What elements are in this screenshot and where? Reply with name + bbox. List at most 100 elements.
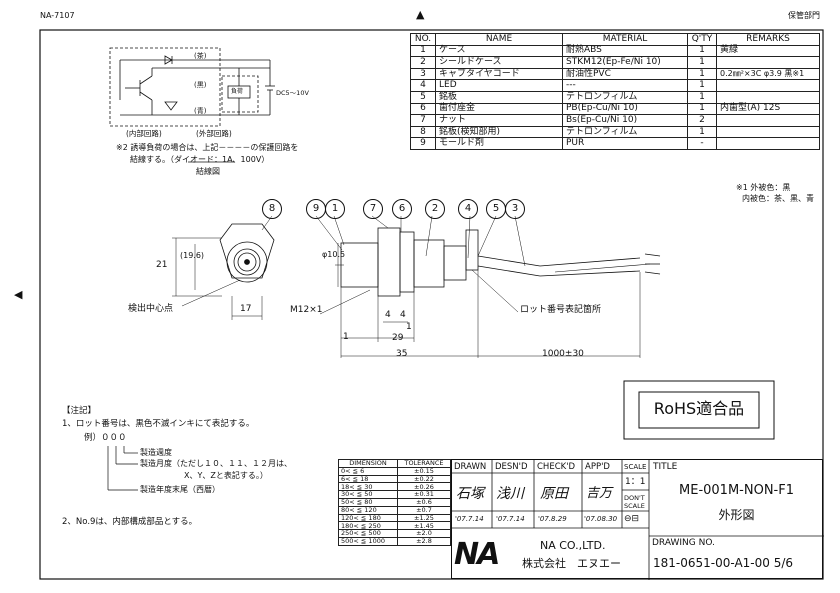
cell-remarks <box>716 137 820 150</box>
table-row: 500< ≦ 1000±2.8 <box>338 536 452 546</box>
signature-designed: 浅川 <box>496 486 524 502</box>
cell-material: 耐熱ABS <box>562 44 688 58</box>
dim-diameter-10-5: φ10.5 <box>322 250 346 259</box>
cell-no: 8 <box>410 125 436 139</box>
cell-qty: 1 <box>687 44 717 58</box>
cell-no: 5 <box>410 90 436 104</box>
tolerance-value: ±2.8 <box>396 536 452 546</box>
wiring-diagram-caption: 結線図 <box>196 167 220 176</box>
circuit-note-line1: ※2 誘導負荷の場合は、上記－－－－の保護回路を <box>116 143 299 152</box>
note-1: 1、ロット番号は、黒色不滅インキにて表記する。 <box>62 419 255 429</box>
header-material: MATERIAL <box>562 33 688 46</box>
load-label: 負荷 <box>231 88 244 95</box>
header-drawn: DRAWN <box>454 462 487 472</box>
rohs-label: RoHS適合品 <box>653 399 745 418</box>
header-designed: DESN'D <box>495 462 528 472</box>
protection-circuit-box <box>221 75 259 113</box>
department-label: 保管部門 <box>788 11 820 20</box>
drawing-no-label: DRAWING NO. <box>652 538 715 548</box>
company-name-jp: 株式会社 エヌエー <box>522 557 621 570</box>
tolerance-value: ±0.22 <box>396 474 452 484</box>
header-approved: APP'D <box>585 462 610 472</box>
signature-checked: 原田 <box>540 486 568 502</box>
wiring-diagram <box>109 47 275 127</box>
lot-location-label: ロット番号表記箇所 <box>520 305 602 315</box>
cell-remarks: 内歯型(A) 12S <box>716 102 820 116</box>
hex-nut-outline <box>219 223 275 279</box>
note-2: 2、No.9は、内部構成部品とする。 <box>62 517 198 527</box>
wire-brown-label: (茶) <box>194 52 207 60</box>
signature-approved: 吉万 <box>586 486 613 501</box>
tolerance-range: 80< ≦ 120 <box>338 505 398 515</box>
title-block: DRAWN DESN'D CHECK'D APP'D SCALE 石塚 浅川 原… <box>451 459 824 580</box>
note-year: 製造年度末尾（西暦） <box>140 485 220 494</box>
date-approved: '07.08.30 <box>584 515 618 523</box>
notes-title: 【注記】 <box>62 406 97 416</box>
cell-name: モールド剤 <box>435 137 563 150</box>
dim-height-21: 21 <box>156 260 168 270</box>
balloon-3: 3 <box>505 199 525 219</box>
sensor-front-view <box>172 223 275 320</box>
sensor-side-view <box>261 215 661 358</box>
table-row: 120< ≦ 180±1.25 <box>338 513 452 523</box>
sensor-body-front <box>340 242 379 288</box>
cell-remarks <box>716 56 820 69</box>
drawing-subtitle: 外形図 <box>718 508 755 522</box>
cell-remarks <box>716 90 820 104</box>
balloon-9: 9 <box>306 199 326 219</box>
circuit-note-line2: 結線する。（ダイオード：1A、100V） <box>130 155 270 164</box>
supply-voltage-label: DC5～10V <box>276 89 309 97</box>
internal-circuit-label: (内部回路) <box>126 129 162 138</box>
cell-name: 銘板 <box>435 90 563 104</box>
header-checked: CHECK'D <box>537 462 576 472</box>
header-remarks: REMARKS <box>716 33 820 46</box>
table-row: 6< ≦ 18±0.22 <box>338 474 452 484</box>
internal-circuit-box <box>109 47 221 127</box>
doc-code: NA-7107 <box>40 11 75 20</box>
balloon-1: 1 <box>325 199 345 219</box>
note-month-2: X、Y、Zと表記する。） <box>184 471 268 480</box>
cell-material: テトロンフィルム <box>562 125 688 139</box>
cell-qty: 1 <box>687 79 717 92</box>
header-name: NAME <box>435 33 563 46</box>
dont-scale-note: DON'T SCALE <box>624 494 645 510</box>
cell-material: テトロンフィルム <box>562 90 688 104</box>
dim-width-17: 17 <box>240 304 252 314</box>
projection-symbol: ⊖⊟ <box>624 514 640 524</box>
cell-no: 6 <box>410 102 436 116</box>
cell-no: 2 <box>410 56 436 69</box>
cable-inner-color-note: 内被色：茶、黒、青 <box>742 194 814 203</box>
cell-qty: - <box>687 137 717 150</box>
cell-material: STKM12(Ep-Fe/Ni 10) <box>562 56 688 69</box>
cell-no: 1 <box>410 44 436 58</box>
rohs-inner-box <box>638 391 760 429</box>
thread-label: M12×1 <box>290 305 323 315</box>
tolerance-value: ±1.25 <box>396 513 452 523</box>
cell-material: PUR <box>562 137 688 150</box>
cell-qty: 1 <box>687 56 717 69</box>
cell-name: ケース <box>435 44 563 58</box>
cell-remarks <box>716 114 820 127</box>
cell-name: 銘板(検知部用) <box>435 125 563 139</box>
tolerance-range: 0< ≦ 6 <box>338 466 398 476</box>
cell-material: 耐油性PVC <box>562 67 688 81</box>
cell-name: 歯付座金 <box>435 102 563 116</box>
note-example: 例）０００ <box>84 433 127 443</box>
nut-1 <box>377 227 401 297</box>
table-row: 0< ≦ 6±0.15 <box>338 466 452 476</box>
title-block-grid <box>452 460 824 580</box>
note-week: 製造週度 <box>140 448 172 457</box>
tolerance-value: ±0.15 <box>396 466 452 476</box>
header-qty: Q'TY <box>687 33 717 46</box>
tolerance-value: ±0.7 <box>396 505 452 515</box>
signature-drawn: 石塚 <box>456 486 484 502</box>
cell-name: ナット <box>435 114 563 127</box>
dim-1-b: 1 <box>406 322 412 332</box>
balloon-4: 4 <box>458 199 478 219</box>
